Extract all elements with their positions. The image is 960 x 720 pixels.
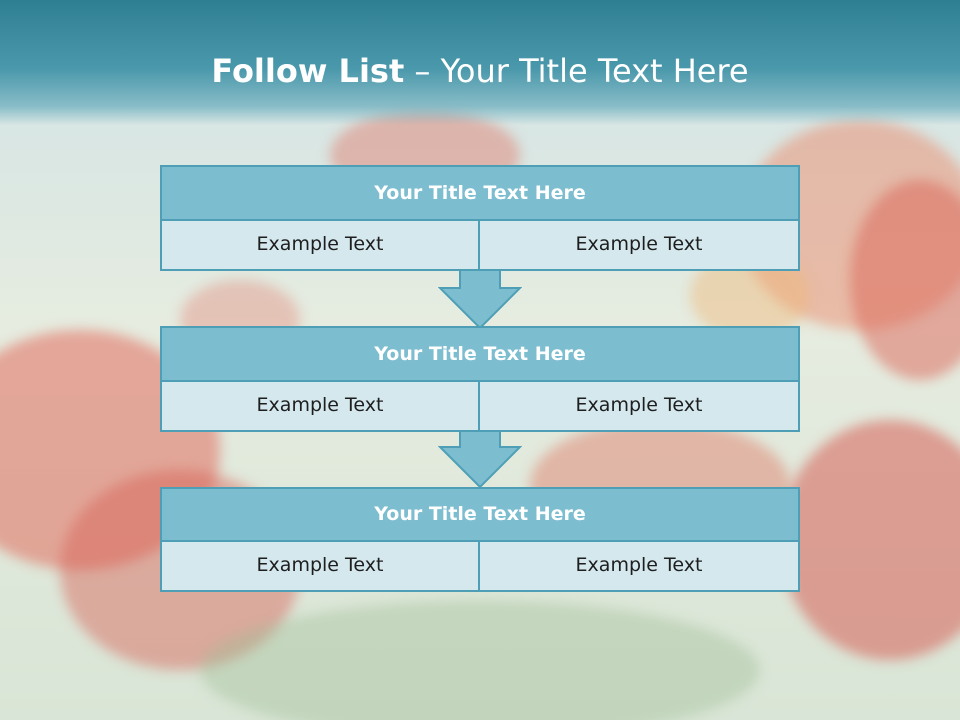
step-title: Your Title Text Here: [160, 487, 800, 542]
down-arrow-icon: [438, 268, 522, 330]
poppy-blob: [780, 420, 960, 660]
step-cell-right: Example Text: [480, 382, 800, 432]
title-rest: – Your Title Text Here: [404, 52, 749, 90]
foliage-blob: [200, 600, 760, 720]
step-cell-left: Example Text: [160, 382, 480, 432]
step-cell-right: Example Text: [480, 221, 800, 271]
step-title: Your Title Text Here: [160, 165, 800, 221]
step-cell-right: Example Text: [480, 542, 800, 592]
down-arrow-icon: [438, 429, 522, 489]
poppy-blob: [850, 180, 960, 380]
step-title: Your Title Text Here: [160, 326, 800, 382]
header-band: [0, 0, 960, 125]
title-bold: Follow List: [211, 52, 405, 90]
step-cell-left: Example Text: [160, 542, 480, 592]
step-cell-left: Example Text: [160, 221, 480, 271]
slide-title: Follow List – Your Title Text Here: [0, 52, 960, 90]
